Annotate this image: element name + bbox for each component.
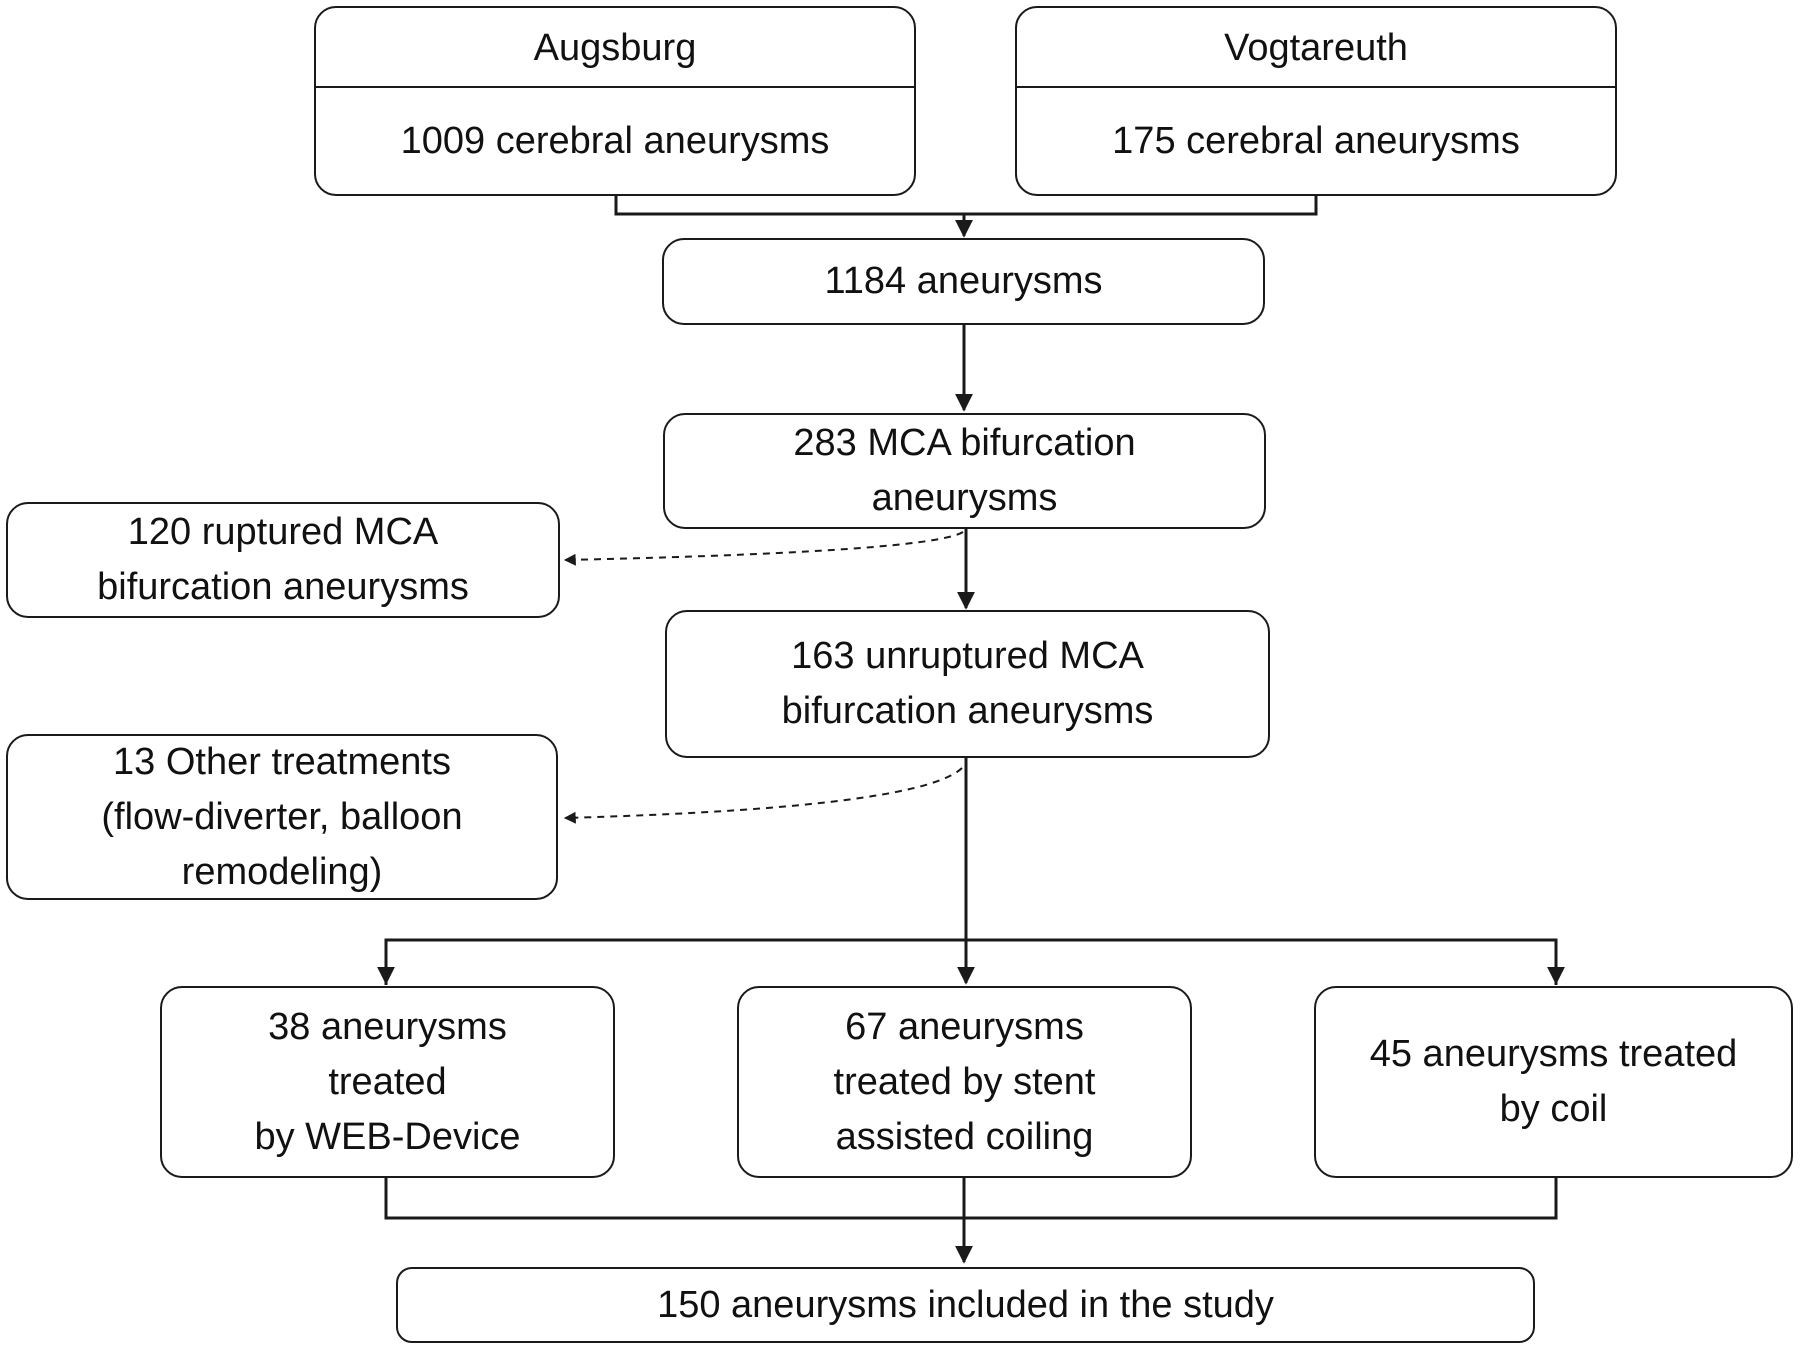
treatment-web-line-1: 38 aneurysms — [268, 1005, 507, 1048]
treatment-coil-line-2: by coil — [1499, 1088, 1608, 1130]
treatment-web-line-2: treated — [328, 1060, 447, 1103]
excluded-other-line-2: (flow-diverter, balloon — [101, 795, 463, 838]
combined-aneurysms-box: 1184 aneurysms — [662, 238, 1265, 325]
treatment-stent-line-2: treated by stent — [833, 1060, 1096, 1103]
source-count-vogtareuth: 175 cerebral aneurysms — [1112, 119, 1520, 162]
treatment-box-web-device: 38 aneurysms treated by WEB-Device — [160, 986, 615, 1178]
excluded-other-line-1: 13 Other treatments — [113, 740, 451, 783]
source-name-vogtareuth: Vogtareuth — [1017, 8, 1615, 88]
unruptured-box: 163 unruptured MCA bifurcation aneurysms — [665, 610, 1270, 758]
merge-sources-connector — [614, 196, 1318, 216]
excluded-ruptured-line-1: 120 ruptured MCA — [127, 511, 439, 553]
excluded-other-line-3: remodeling) — [181, 850, 383, 893]
unruptured-line-2: bifurcation aneurysms — [781, 690, 1154, 732]
mca-bifurcation-box: 283 MCA bifurcation aneurysms — [663, 413, 1266, 529]
unruptured-line-1: 163 unruptured MCA — [791, 635, 1144, 677]
treatment-stent-line-3: assisted coiling — [835, 1115, 1094, 1158]
excluded-other-treatments-box: 13 Other treatments (flow-diverter, ball… — [6, 734, 558, 900]
included-study-box: 150 aneurysms included in the study — [396, 1267, 1535, 1343]
treatment-stent-line-1: 67 aneurysms — [845, 1005, 1084, 1048]
dashed-arrow-ruptured — [563, 531, 964, 566]
source-box-augsburg: Augsburg 1009 cerebral aneurysms — [314, 6, 916, 196]
dashed-arrow-other-treatments — [563, 767, 963, 824]
mca-bifurcation-line-2: aneurysms — [871, 477, 1058, 519]
treatment-coil-line-1: 45 aneurysms treated — [1369, 1033, 1738, 1075]
treatment-box-coil: 45 aneurysms treated by coil — [1314, 986, 1793, 1178]
source-box-vogtareuth: Vogtareuth 175 cerebral aneurysms — [1015, 6, 1617, 196]
excluded-ruptured-line-2: bifurcation aneurysms — [97, 566, 469, 608]
treatment-branch-bar — [384, 938, 1558, 985]
source-count-augsburg: 1009 cerebral aneurysms — [400, 119, 830, 162]
treatment-box-stent-coiling: 67 aneurysms treated by stent assisted c… — [737, 986, 1192, 1178]
mca-bifurcation-line-1: 283 MCA bifurcation — [793, 422, 1136, 464]
merge-treatments-connector — [384, 1178, 1558, 1220]
treatment-web-line-3: by WEB-Device — [254, 1115, 521, 1158]
combined-aneurysms-text: 1184 aneurysms — [824, 260, 1103, 302]
included-study-text: 150 aneurysms included in the study — [657, 1283, 1274, 1326]
excluded-ruptured-box: 120 ruptured MCA bifurcation aneurysms — [6, 502, 560, 618]
source-name-augsburg: Augsburg — [316, 8, 914, 88]
